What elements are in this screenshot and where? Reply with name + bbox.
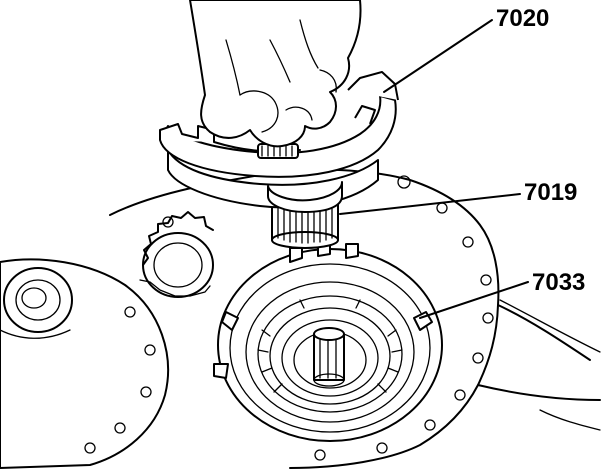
callout-7019: 7019 — [524, 179, 577, 206]
tool-fixture — [159, 71, 399, 213]
leader-7019 — [339, 193, 521, 215]
callout-7033: 7033 — [532, 269, 585, 296]
clutch-housing — [213, 241, 443, 442]
small-gear — [139, 211, 214, 298]
callout-7020: 7020 — [496, 5, 549, 32]
leader-7020 — [383, 19, 493, 93]
left-flange — [0, 258, 169, 469]
hand — [189, 0, 362, 148]
callout-labels: 7020 7019 7033 — [496, 5, 585, 296]
case-bolt-holes — [162, 175, 494, 461]
leader-lines — [339, 19, 529, 319]
leader-7033 — [419, 281, 529, 319]
clutch-hatching — [257, 299, 403, 393]
